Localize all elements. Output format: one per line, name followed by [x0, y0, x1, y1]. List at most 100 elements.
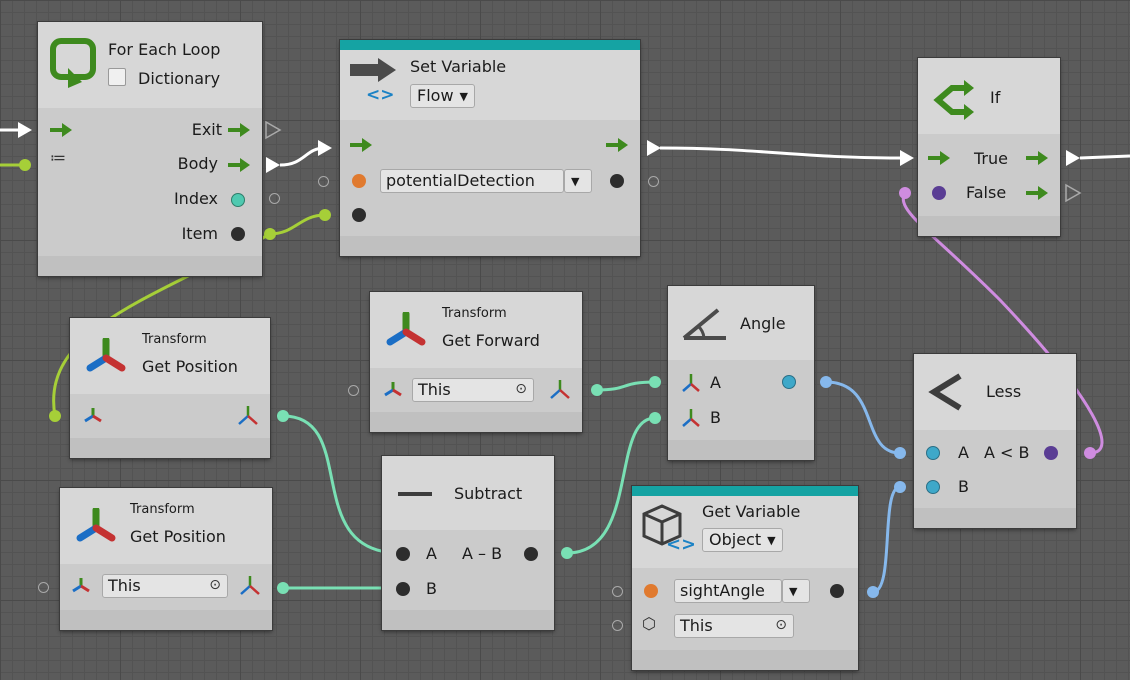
value-output-port[interactable] — [610, 174, 624, 188]
vector3-output-icon[interactable] — [238, 574, 262, 596]
true-arrow-icon[interactable] — [1026, 151, 1050, 165]
svg-text:<>: <> — [666, 534, 694, 552]
input-a-label: A — [958, 443, 969, 462]
node-title: Angle — [740, 314, 786, 333]
flow-wire — [659, 146, 901, 160]
for-each-loop-node[interactable]: For Each Loop Dictionary ≔ Exit Body Ind… — [38, 22, 262, 276]
node-subtitle: Transform — [442, 306, 507, 321]
variable-name-port[interactable] — [352, 174, 366, 188]
vector3-wire — [596, 380, 656, 392]
variable-name-dropdown[interactable]: ▼ — [782, 579, 810, 603]
vector3-wire — [566, 416, 656, 555]
get-variable-hollow-port[interactable] — [612, 620, 623, 631]
set-variable-arrow-icon — [350, 58, 396, 82]
item-port[interactable] — [231, 227, 245, 241]
vector3-output-icon[interactable] — [548, 378, 572, 400]
variable-header-bar — [340, 40, 640, 50]
subtract-node[interactable]: Subtract A A – B B — [382, 456, 554, 630]
get-variable-hollow-port[interactable] — [612, 586, 623, 597]
transform-input-icon — [72, 578, 90, 593]
value-output-port[interactable] — [830, 584, 844, 598]
angle-node[interactable]: Angle A B — [668, 286, 814, 460]
float-wire — [872, 485, 901, 594]
vector3-input-icon — [682, 374, 700, 392]
angle-icon — [682, 308, 726, 340]
index-output-hollow-port[interactable] — [269, 193, 280, 204]
transform-input-icon — [384, 382, 402, 397]
get-forward-node[interactable]: Transform Get Forward This⊙ — [370, 292, 582, 432]
list-icon: ≔ — [50, 148, 66, 167]
get-position-node[interactable]: Transform Get Position This⊙ — [60, 488, 272, 630]
transform-axes-icon — [386, 312, 426, 346]
target-object-field[interactable]: This⊙ — [674, 614, 794, 638]
set-variable-hollow-port[interactable] — [318, 176, 329, 187]
variable-name-field[interactable]: sightAngle — [674, 579, 782, 603]
exit-arrow-icon[interactable] — [228, 123, 252, 137]
transform-input-icon — [84, 408, 102, 423]
input-b-label: B — [710, 408, 721, 427]
minus-icon — [398, 492, 432, 496]
set-variable-node[interactable]: Set Variable <> Flow▼ potentialDetection… — [340, 40, 640, 256]
variable-name-field[interactable]: potentialDetection — [380, 169, 564, 193]
less-than-icon — [928, 373, 962, 411]
variable-kind-dropdown[interactable]: Object▼ — [702, 528, 783, 552]
input-a-label: A — [710, 373, 721, 392]
difference-output-port[interactable] — [524, 547, 538, 561]
get-position-hollow-port[interactable] — [38, 582, 49, 593]
condition-port[interactable] — [932, 186, 946, 200]
bool-output-port[interactable] — [1044, 446, 1058, 460]
flow-input-arrow-icon — [50, 123, 72, 137]
object-picker-icon[interactable]: ⊙ — [775, 617, 787, 633]
flow-input-arrow-icon — [928, 151, 950, 165]
true-port-label: True — [974, 149, 1008, 168]
transform-axes-icon — [86, 338, 126, 372]
node-title: Subtract — [454, 484, 523, 503]
node-subtitle: Transform — [130, 502, 195, 517]
vector3-input-icon — [682, 409, 700, 427]
difference-output-label: A – B — [462, 544, 503, 563]
node-title: Set Variable — [410, 57, 507, 76]
input-a-port[interactable] — [396, 547, 410, 561]
input-a-port[interactable] — [926, 446, 940, 460]
input-b-port[interactable] — [396, 582, 410, 596]
get-variable-node[interactable]: <> Get Variable Object▼ sightAngle ▼ ⬡ T… — [632, 486, 858, 670]
exit-port-label: Exit — [191, 120, 222, 139]
flow-input-arrow-icon — [350, 138, 372, 152]
body-arrow-icon[interactable] — [228, 158, 252, 172]
input-b-port[interactable] — [926, 480, 940, 494]
angle-output-port[interactable] — [782, 375, 796, 389]
false-port-label: False — [966, 183, 1007, 202]
variable-header-bar — [632, 486, 858, 496]
set-variable-output-hollow-port[interactable] — [648, 176, 659, 187]
transform-axes-icon — [76, 508, 116, 542]
false-arrow-icon[interactable] — [1026, 186, 1050, 200]
node-title: Get Variable — [702, 502, 801, 521]
item-port-label: Item — [181, 224, 218, 243]
loop-icon — [50, 38, 96, 88]
vector3-output-icon[interactable] — [236, 404, 260, 426]
node-title: Get Position — [130, 527, 226, 546]
float-wire — [825, 380, 901, 455]
value-input-port[interactable] — [352, 208, 366, 222]
cube-icon: ⬡ — [642, 614, 656, 633]
input-b-label: B — [958, 477, 969, 496]
target-object-field[interactable]: This⊙ — [412, 378, 534, 402]
dictionary-checkbox[interactable] — [108, 68, 126, 86]
variable-name-dropdown[interactable]: ▼ — [564, 169, 592, 193]
if-node[interactable]: If True False — [918, 58, 1060, 236]
flow-output-arrow-icon[interactable] — [606, 138, 630, 152]
index-port[interactable] — [231, 193, 245, 207]
target-object-field[interactable]: This⊙ — [102, 574, 228, 598]
object-picker-icon[interactable]: ⊙ — [209, 577, 221, 593]
get-position-node[interactable]: Transform Get Position — [70, 318, 270, 458]
less-node[interactable]: Less A A < B B — [914, 354, 1076, 528]
variable-kind-dropdown[interactable]: Flow▼ — [410, 84, 475, 108]
object-variable-icon: <> — [642, 504, 694, 552]
variable-name-port[interactable] — [644, 584, 658, 598]
flow-scope-icon: <> — [366, 85, 395, 105]
object-picker-icon[interactable]: ⊙ — [515, 381, 527, 397]
node-title: If — [990, 88, 1001, 107]
get-forward-hollow-port[interactable] — [348, 385, 359, 396]
index-port-label: Index — [173, 189, 218, 208]
